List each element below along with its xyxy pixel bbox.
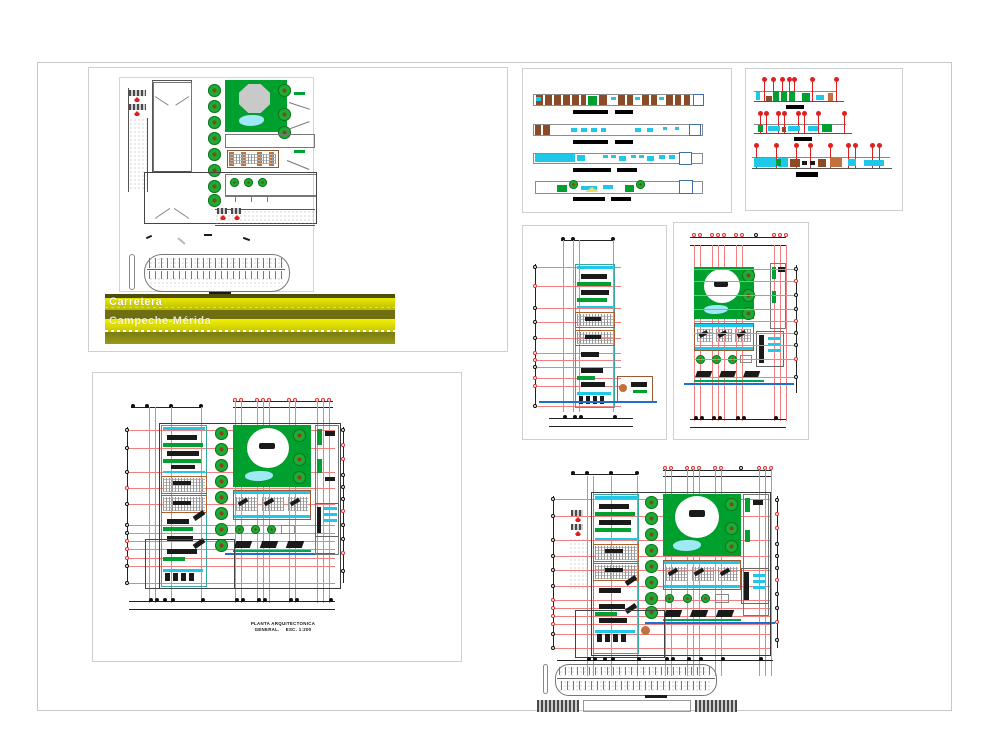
reflecting-pond xyxy=(239,115,264,126)
section-3-label xyxy=(796,172,818,177)
plan-caption-line2: GENERAL. ESC. 1:200 xyxy=(254,627,312,632)
right-wing-stair xyxy=(756,331,784,367)
road-band-dark xyxy=(105,310,395,319)
octagonal-pavilion xyxy=(239,84,270,113)
road-band-bottom xyxy=(105,332,395,344)
elevation-4-label xyxy=(573,197,605,201)
plan-caption-line1: PLANTA ARQUITECTONICA xyxy=(250,621,316,626)
right-wing-block xyxy=(315,425,339,555)
driveway-north xyxy=(152,80,192,172)
elevations-panel xyxy=(522,68,732,213)
right-wing-plan-panel xyxy=(673,222,809,440)
road-dashed-line-2 xyxy=(105,307,395,308)
room-orange-b xyxy=(161,495,207,513)
section-1 xyxy=(754,101,844,102)
market-stalls xyxy=(230,154,276,164)
section-2 xyxy=(754,133,852,134)
parking-south-stalls xyxy=(215,210,315,224)
detail-parking-lot xyxy=(555,664,717,696)
parking-north-stalls xyxy=(129,118,147,190)
room-orange-a xyxy=(161,476,207,494)
tree-row-item xyxy=(208,148,221,161)
parking-entrance-block xyxy=(129,90,146,96)
section-1-label xyxy=(786,105,804,109)
site-plan-panel: Carretera Campeche-Mérida xyxy=(88,67,508,352)
road-band-top xyxy=(105,294,395,298)
road-band-lower xyxy=(105,319,395,332)
elevation-2 xyxy=(533,124,703,136)
road-dashed-line xyxy=(105,330,395,332)
market-block xyxy=(233,490,311,520)
section-3 xyxy=(752,168,892,169)
elevation-3 xyxy=(533,153,703,164)
elevation-2-label xyxy=(573,140,608,144)
stair-core xyxy=(315,503,339,537)
road-label-line2: Campeche-Mérida xyxy=(109,315,212,327)
left-wing-plan-panel xyxy=(522,225,667,440)
courtyard-pond xyxy=(245,471,273,481)
elevation-1-label xyxy=(573,110,608,114)
overall-plan-panel xyxy=(535,450,810,712)
highway-band: Carretera Campeche-Mérida xyxy=(105,294,395,350)
road-label-line1: Carretera xyxy=(109,296,163,308)
sections-panel xyxy=(745,68,903,211)
parking-lot-oval xyxy=(144,254,290,292)
elevation-3-label xyxy=(573,168,611,172)
main-floor-plan-panel: PLANTA ARQUITECTONICA GENERAL. ESC. 1:20… xyxy=(92,372,462,662)
building-block-north xyxy=(225,134,315,148)
building-outline xyxy=(159,423,341,589)
section-2-label xyxy=(794,137,812,141)
